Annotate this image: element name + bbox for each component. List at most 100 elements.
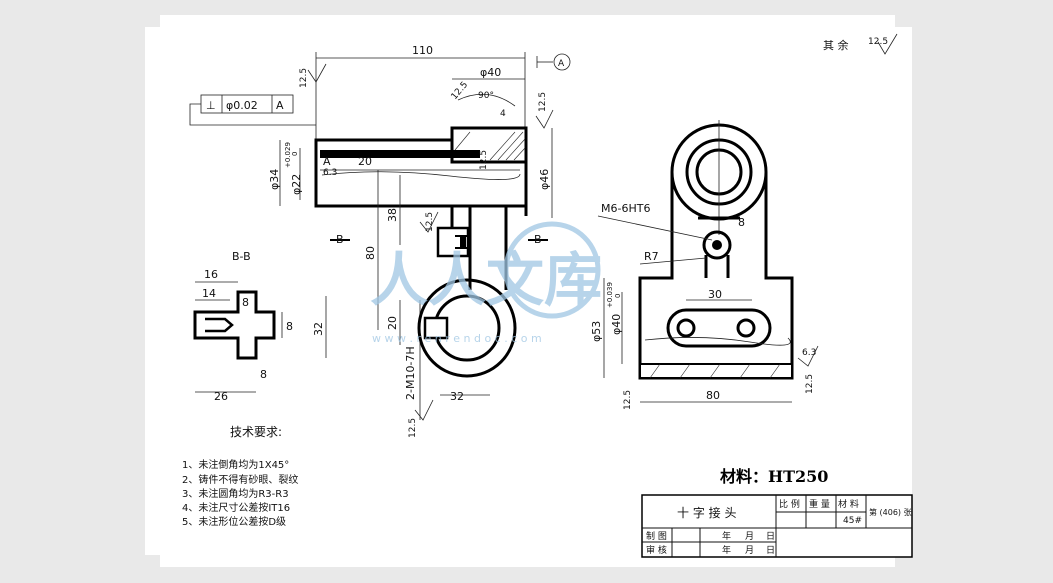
col-weight: 重 量 xyxy=(809,498,830,510)
dim-phi40: φ40 xyxy=(610,314,623,335)
m6-hole xyxy=(702,230,732,260)
dim-phi34: φ34 xyxy=(268,169,281,190)
requirement-item: 3、未注圆角均为R3-R3 xyxy=(182,487,289,500)
section-B-left: B xyxy=(336,233,344,246)
watermark: 人人文库 w w w . r e n r e n d o c . c o m xyxy=(370,221,602,345)
dim-90: 90° xyxy=(478,91,494,101)
watermark-url: w w w . r e n r e n d o c . c o m xyxy=(372,332,542,345)
date-year: 年 xyxy=(722,530,731,542)
material-value: 45# xyxy=(843,516,862,526)
dim-32-vertical: 32 xyxy=(312,322,325,336)
roughness-symbol-right xyxy=(535,109,554,129)
radius-R7: R7 xyxy=(644,250,659,263)
col-material: 材 料 xyxy=(838,498,859,510)
dim-38: 38 xyxy=(386,208,399,222)
sheet-number: 第 (406) 张 xyxy=(869,507,912,517)
section-BB-title: B-B xyxy=(232,250,251,263)
roughness-symbol-side xyxy=(797,345,819,367)
dim-32-horizontal: 32 xyxy=(450,390,464,403)
dim-8-top: 8 xyxy=(242,296,249,309)
dim-phi53: φ53 xyxy=(590,321,603,342)
requirement-item: 1、未注倒角均为1X45° xyxy=(182,458,289,471)
oval-hole-left xyxy=(676,318,696,338)
dim-phi22: φ22 xyxy=(290,174,303,195)
dim-phi46: φ46 xyxy=(538,169,551,190)
datum-label: A xyxy=(323,155,331,168)
hatching-collar xyxy=(454,131,526,161)
dim-20-vertical: 20 xyxy=(386,316,399,330)
sheet-shadow-bottom xyxy=(160,555,895,567)
dim-14: 14 xyxy=(202,287,216,300)
dim-phi40-tol0: 0 xyxy=(614,294,622,298)
dim-8-bottom: 8 xyxy=(260,368,267,381)
section-B-right: B xyxy=(534,233,542,246)
break-line xyxy=(321,171,521,180)
roughness-symbol-boss xyxy=(419,211,439,233)
lower-ring-outer xyxy=(417,278,517,378)
tolerance-value: φ0.02 xyxy=(226,99,258,112)
requirement-item: 5、未注形位公差按D级 xyxy=(182,515,286,528)
side-break-line xyxy=(644,337,791,346)
part-name: 十 字 接 头 xyxy=(677,505,736,520)
dim-30: 30 xyxy=(708,288,722,301)
col-ratio: 比 例 xyxy=(779,498,800,510)
drawn-by-label: 制 图 xyxy=(646,530,667,542)
shaft-body xyxy=(314,138,528,208)
drawing-sheet xyxy=(145,27,912,555)
checked-by-label: 审 核 xyxy=(646,544,667,556)
roughness-6-3-b: 6.3 xyxy=(802,348,816,358)
dim-80-horizontal: 80 xyxy=(706,389,720,402)
tolerance-frame: ⊥ φ0.02 A xyxy=(189,94,316,126)
tolerance-symbol: ⊥ xyxy=(206,99,216,112)
m6-hole-core xyxy=(712,240,722,250)
dim-110: 110 xyxy=(412,44,433,57)
lower-boss xyxy=(423,316,449,340)
thread-callout: 2-M10-7H xyxy=(404,346,417,400)
tolerance-datum: A xyxy=(276,99,284,112)
dim-phi22-tol: +0.029 xyxy=(284,142,292,168)
roughness-bottom: 12.5 xyxy=(408,418,418,438)
m6-leader xyxy=(597,215,713,241)
side-slot xyxy=(704,255,730,278)
angle-arc xyxy=(457,93,516,107)
date-year-2: 年 xyxy=(722,544,731,556)
side-view: M6-6HT6 8 R7 30 φ53 φ40 +0.039 0 80 12.5… xyxy=(590,120,819,410)
date-day-2: 日 xyxy=(766,545,775,556)
dim-phi40-tol: +0.039 xyxy=(606,282,614,308)
side-base xyxy=(639,363,793,379)
section-BB-outline xyxy=(193,290,276,360)
roughness-angle-value: 12.5 xyxy=(450,80,471,102)
roughness-left-value: 12.5 xyxy=(299,68,309,88)
dim-40: φ40 xyxy=(480,66,501,79)
dim-20-top: 20 xyxy=(358,155,372,168)
section-BB-bore xyxy=(205,317,234,333)
oval-hole-right xyxy=(736,318,756,338)
roughness-side-left: 12.5 xyxy=(623,390,633,410)
dim-26: 26 xyxy=(214,390,228,403)
dim-80-vertical: 80 xyxy=(364,246,377,260)
dim-8-side: 8 xyxy=(286,320,293,333)
dim-4: 4 xyxy=(500,109,506,119)
thread-m6: M6-6HT6 xyxy=(601,202,650,215)
material-label: 材料：HT250 xyxy=(720,467,828,486)
roughness-right-value: 12.5 xyxy=(538,92,548,112)
requirement-item: 2、铸件不得有砂眼、裂纹 xyxy=(182,473,298,486)
watermark-text: 人人文库 xyxy=(370,246,602,314)
roughness-inner: 12.5 xyxy=(479,150,489,170)
datum-A-top: A xyxy=(558,59,565,69)
roughness-6-3-a: 6.3 xyxy=(323,168,337,178)
roughness-side-right: 12.5 xyxy=(805,374,815,394)
roughness-symbol xyxy=(307,63,327,83)
bore-upper-wall xyxy=(320,150,480,158)
date-month: 月 xyxy=(745,531,754,542)
title-block: 十 字 接 头 比 例 重 量 材 料 45# 第 (406) 张 制 图 审 … xyxy=(641,494,913,558)
surface-finish-symbol xyxy=(877,33,898,55)
front-view: 110 φ40 A 12.5 90° 12.5 4 12.5 ⊥ φ0.02 A xyxy=(189,44,571,438)
watermark-circle xyxy=(503,221,601,319)
dim-8-right: 8 xyxy=(738,216,745,229)
datum-circle-top xyxy=(553,53,571,71)
technical-requirements: 技术要求: 1、未注倒角均为1X45° 2、铸件不得有砂眼、裂纹 3、未注圆角均… xyxy=(182,425,298,528)
r7-leader xyxy=(639,257,707,265)
thread-hatch xyxy=(455,235,468,249)
sheet-shadow-top xyxy=(160,15,895,27)
